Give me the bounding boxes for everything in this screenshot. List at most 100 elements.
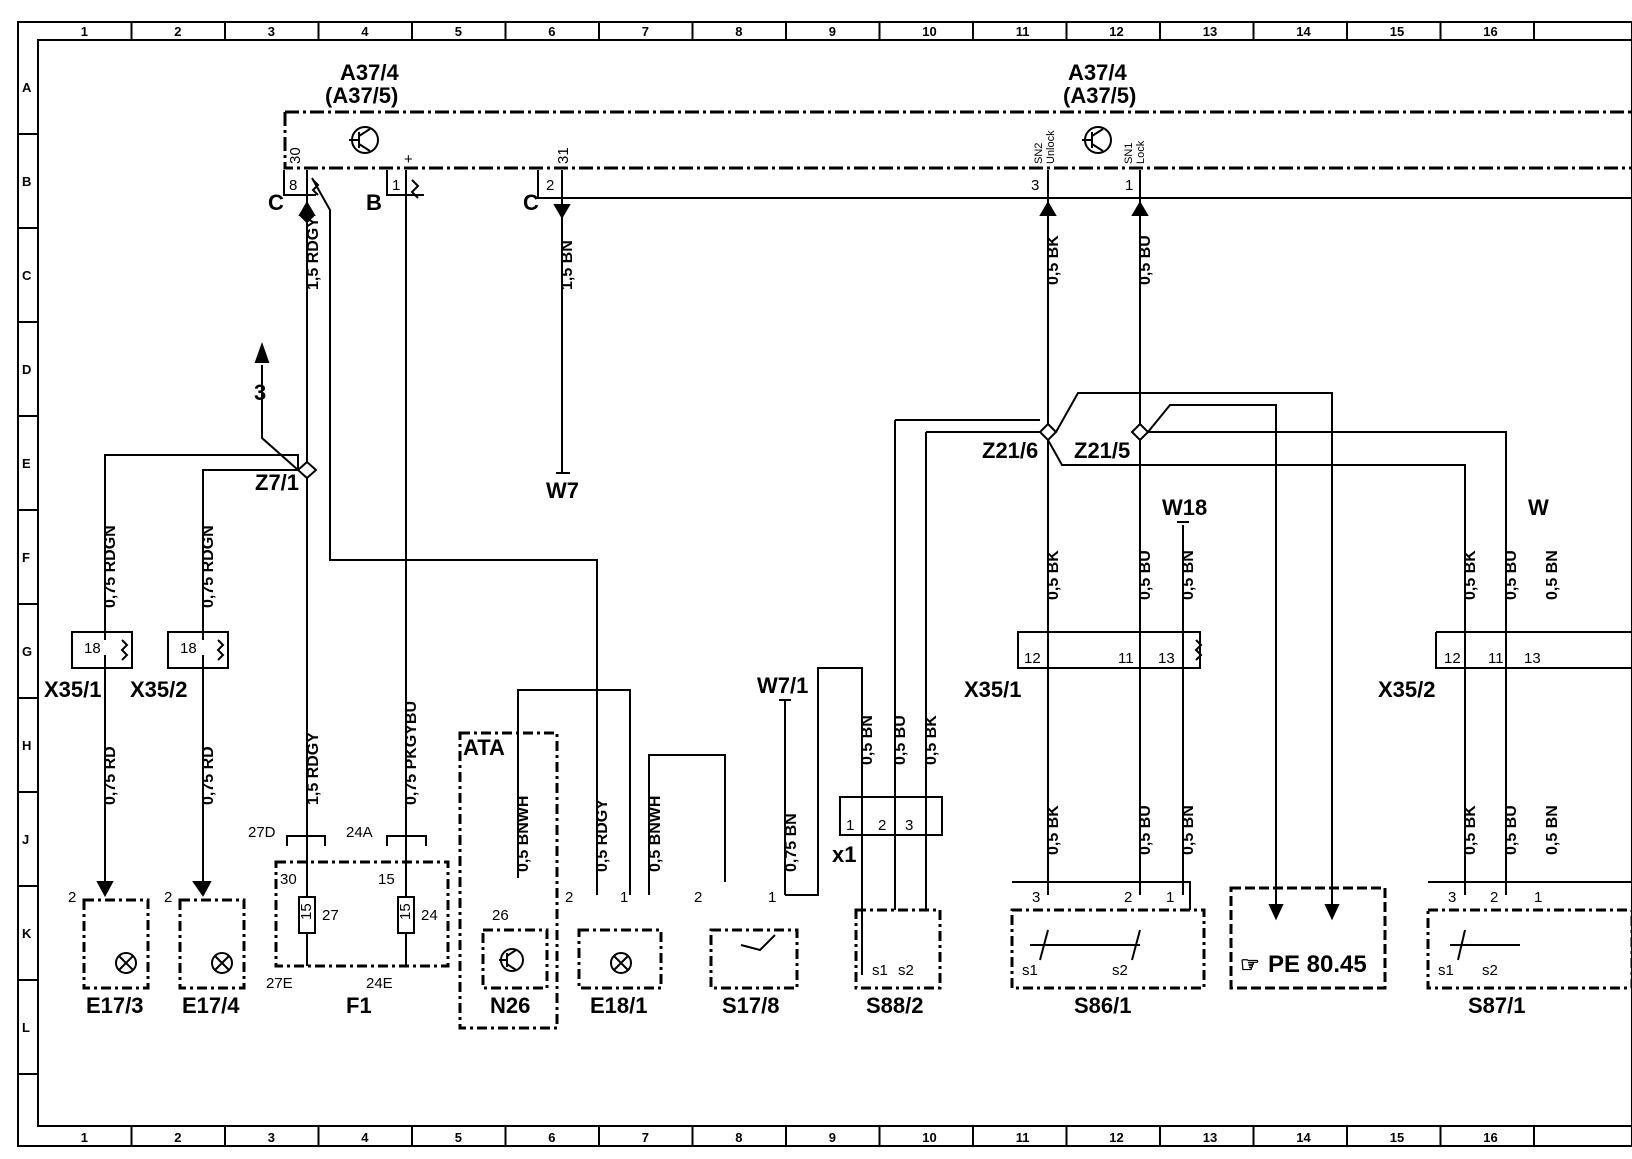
wire-label: 0,5 BN xyxy=(859,715,876,765)
pin-label: 2 xyxy=(164,889,172,906)
wire-bn-s17 xyxy=(779,667,863,896)
x35-1-right-label: X35/1 xyxy=(964,677,1022,702)
wire-bu-bk-x1 xyxy=(894,420,927,780)
connector-x35-2-left xyxy=(167,631,229,669)
wire-label: 0,5 BU xyxy=(1503,550,1520,600)
wire-label: 0,5 BK xyxy=(1045,235,1062,285)
switch-contact xyxy=(1450,929,1520,961)
e17-4-label: E17/4 xyxy=(182,993,240,1018)
pin-plus-label: + xyxy=(404,151,413,168)
grid-column-label: 5 xyxy=(455,1130,462,1145)
splice-z21-6-label: Z21/6 xyxy=(982,438,1038,463)
grid-column-label: 11 xyxy=(1016,24,1030,39)
pe-reference-label: PE 80.45 xyxy=(1268,951,1367,978)
pin-label: 13 xyxy=(1158,650,1175,667)
wire-label: 0,5 BU xyxy=(1137,805,1154,855)
grid-column-label: 15 xyxy=(1390,24,1404,39)
resistor-zigzag xyxy=(410,179,420,199)
wire-label: 0,5 BK xyxy=(1462,805,1479,855)
pin-label: 27D xyxy=(248,824,276,841)
grid-column-label: 14 xyxy=(1296,24,1311,39)
fuse-wires xyxy=(306,846,407,966)
resistor-zigzag xyxy=(120,639,225,661)
grid-column-label: 13 xyxy=(1203,1130,1217,1145)
wire-label: 0,5 BK xyxy=(923,715,940,765)
pin-label: 24 xyxy=(421,907,438,924)
grid-column-label: 1 xyxy=(81,1130,88,1145)
n26-box xyxy=(481,928,549,990)
s86-1-label: S86/1 xyxy=(1074,993,1132,1018)
wire-rdgn-branches xyxy=(104,454,299,640)
module-a37-4-left-label: A37/4 xyxy=(340,60,399,85)
pin-label: 1 xyxy=(1166,889,1174,906)
pin-label: 18 xyxy=(180,640,197,657)
wire-label: 0,5 BNWH xyxy=(515,796,532,872)
pin-label: 13 xyxy=(1524,650,1541,667)
wire-to-arrow-3 xyxy=(261,365,299,471)
lamp-icon xyxy=(211,952,233,974)
pin-label: 2 xyxy=(68,889,76,906)
module-a37-5-left-label: (A37/5) xyxy=(325,83,398,108)
grid-column-label: 4 xyxy=(361,24,369,39)
grid-column-label: 11 xyxy=(1016,1130,1030,1145)
pin-unlock-label: Unlock xyxy=(1045,130,1057,164)
pin-label: s2 xyxy=(898,962,914,979)
ata-label: ATA xyxy=(463,735,505,760)
pin-sn1-label: SN1 xyxy=(1123,143,1135,164)
pin-label: 1 xyxy=(620,889,628,906)
pin-label: s1 xyxy=(1438,962,1454,979)
connector-x1 xyxy=(839,796,943,836)
wire-label: 1,5 RDGY xyxy=(305,217,322,290)
wire-label: 0,75 RD xyxy=(102,746,119,805)
e18-1-label: E18/1 xyxy=(590,993,648,1018)
wire-bn-w7 xyxy=(556,170,570,474)
module-connector-outlines xyxy=(283,170,1632,199)
wire-label: 1,5 RDGY xyxy=(305,732,322,805)
grid-column-label: 13 xyxy=(1203,24,1217,39)
pin-label: 2 xyxy=(694,889,702,906)
x35-2-left-label: X35/2 xyxy=(130,677,188,702)
splice-z7-1-label: Z7/1 xyxy=(255,470,299,495)
ata-box xyxy=(458,731,559,1030)
arrow-down-icon xyxy=(1268,904,1340,921)
grid-column-label: 7 xyxy=(642,24,649,39)
pin-30-label: 30 xyxy=(287,147,304,164)
x35-2-right-label: X35/2 xyxy=(1378,677,1436,702)
pin-label: 11 xyxy=(1488,650,1504,667)
grid-column-label: 12 xyxy=(1109,24,1123,39)
pin-label: 3 xyxy=(1032,889,1040,906)
pin-label: 2 xyxy=(1124,889,1132,906)
pin-label: 11 xyxy=(1118,650,1134,667)
fuse-bridges xyxy=(286,835,427,846)
wire-z21-5-to-s87 xyxy=(1148,431,1507,895)
pin-label: 12 xyxy=(1444,650,1461,667)
connector-c-mid-label: C xyxy=(523,190,539,215)
splice-z21-5-label: Z21/5 xyxy=(1074,438,1130,463)
grid-column-label: 1 xyxy=(81,24,88,39)
grid-row-label: G xyxy=(22,644,32,659)
n26-label: N26 xyxy=(490,993,530,1018)
switch-contact xyxy=(740,934,776,952)
connector-b-label: B xyxy=(366,190,382,215)
wire-z21-6-to-s87 xyxy=(1047,439,1466,895)
w7-label: W7 xyxy=(546,478,579,503)
x1-label: x1 xyxy=(832,842,856,867)
connector-arrow xyxy=(96,881,212,898)
pin-lock-label: Lock xyxy=(1135,140,1147,164)
grid-column-label: 16 xyxy=(1483,1130,1497,1145)
wire-bnwh-e18 xyxy=(648,754,726,895)
pin-label: 30 xyxy=(280,871,297,888)
s17-8-label: S17/8 xyxy=(722,993,780,1018)
connector-x35-2-right xyxy=(1435,631,1632,669)
grid-column-label: 9 xyxy=(829,1130,836,1145)
grid-ticks xyxy=(18,22,1535,1146)
pin-label: 2 xyxy=(565,889,573,906)
wire-rd-branches xyxy=(104,655,204,895)
wire-z21-6-branches xyxy=(895,419,1044,433)
transistor-icon xyxy=(1082,126,1112,154)
grid-column-label: 7 xyxy=(642,1130,649,1145)
grid-column-label: 16 xyxy=(1483,24,1497,39)
grid-row-label: C xyxy=(22,268,32,283)
s87-1-label: S87/1 xyxy=(1468,993,1526,1018)
pin-label: 3 xyxy=(1448,889,1456,906)
